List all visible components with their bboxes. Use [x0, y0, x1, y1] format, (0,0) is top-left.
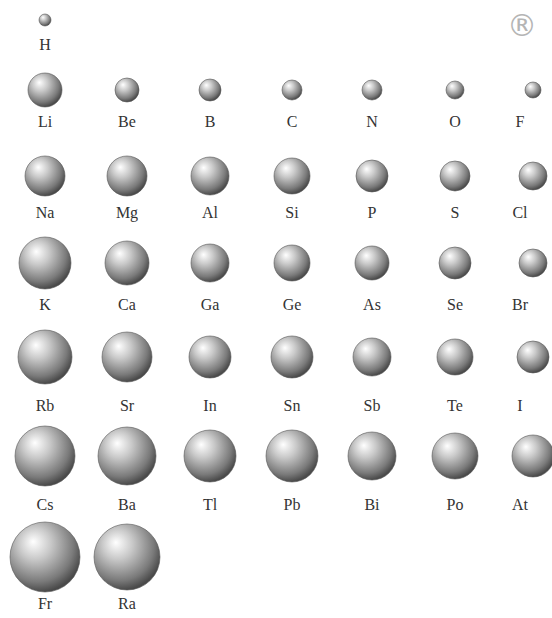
element-symbol: C	[262, 112, 322, 132]
element-symbol: Cs	[15, 495, 75, 515]
element-symbol: Tl	[180, 495, 240, 515]
atom-sphere	[115, 78, 139, 102]
atom-sphere	[446, 81, 464, 99]
atom-sphere	[94, 524, 160, 590]
atom-sphere	[189, 336, 231, 378]
atom-sphere	[519, 162, 547, 190]
element-symbol: As	[342, 295, 402, 315]
element-symbol: At	[490, 495, 550, 515]
element-symbol: Fr	[15, 594, 75, 614]
atom-sphere	[282, 80, 302, 100]
atom-sphere	[517, 341, 549, 373]
atom-sphere	[432, 433, 478, 479]
atom-sphere	[184, 430, 236, 482]
atom-sphere	[437, 339, 473, 375]
atom-sphere	[10, 522, 80, 592]
atom-sphere	[353, 338, 391, 376]
atom-sphere	[439, 247, 471, 279]
atom-sphere	[105, 241, 149, 285]
atom-sphere	[191, 244, 229, 282]
atom-sphere	[199, 79, 221, 101]
element-symbol: Bi	[342, 495, 402, 515]
atom-sphere	[440, 161, 470, 191]
element-symbol: Te	[425, 396, 485, 416]
element-symbol: F	[490, 112, 550, 132]
atom-sphere	[18, 330, 72, 384]
atom-sphere	[519, 249, 547, 277]
element-symbol: Rb	[15, 396, 75, 416]
element-symbol: Be	[97, 112, 157, 132]
element-symbol: I	[490, 396, 550, 416]
element-symbol: P	[342, 203, 402, 223]
atom-sphere	[512, 435, 552, 477]
element-symbol: Mg	[97, 203, 157, 223]
atom-sphere	[19, 237, 71, 289]
element-symbol: Ga	[180, 295, 240, 315]
atom-sphere	[39, 14, 51, 26]
element-symbol: Na	[15, 203, 75, 223]
element-symbol: In	[180, 396, 240, 416]
element-symbol: Sn	[262, 396, 322, 416]
atom-sphere	[25, 156, 65, 196]
element-symbol: S	[425, 203, 485, 223]
atom-sphere	[274, 158, 310, 194]
atom-sphere	[356, 160, 388, 192]
element-symbol: Pb	[262, 495, 322, 515]
element-symbol: Sb	[342, 396, 402, 416]
atom-sphere	[355, 246, 389, 280]
atom-sphere	[271, 336, 313, 378]
atom-sphere	[362, 80, 382, 100]
element-symbol: Ra	[97, 594, 157, 614]
element-symbol: H	[15, 35, 75, 55]
atom-sphere	[348, 432, 396, 480]
element-symbol: Al	[180, 203, 240, 223]
atom-sphere	[107, 156, 147, 196]
atom-sphere	[15, 426, 75, 486]
element-symbol: Br	[490, 295, 550, 315]
element-symbol: N	[342, 112, 402, 132]
element-symbol: Ca	[97, 295, 157, 315]
element-symbol: Se	[425, 295, 485, 315]
atom-sphere	[28, 73, 62, 107]
atom-sphere	[102, 332, 152, 382]
element-symbol: Li	[15, 112, 75, 132]
atom-sphere	[191, 157, 229, 195]
element-symbol: B	[180, 112, 240, 132]
element-symbol: Si	[262, 203, 322, 223]
element-symbol: K	[15, 295, 75, 315]
atom-sphere	[274, 245, 310, 281]
atom-sphere	[98, 427, 156, 485]
element-symbol: Cl	[490, 203, 550, 223]
watermark: ®	[497, 9, 547, 43]
element-symbol: Ge	[262, 295, 322, 315]
atom-sphere	[525, 82, 541, 98]
element-symbol: Sr	[97, 396, 157, 416]
atom-sphere	[266, 430, 318, 482]
element-symbol: Po	[425, 495, 485, 515]
element-symbol: O	[425, 112, 485, 132]
element-symbol: Ba	[97, 495, 157, 515]
